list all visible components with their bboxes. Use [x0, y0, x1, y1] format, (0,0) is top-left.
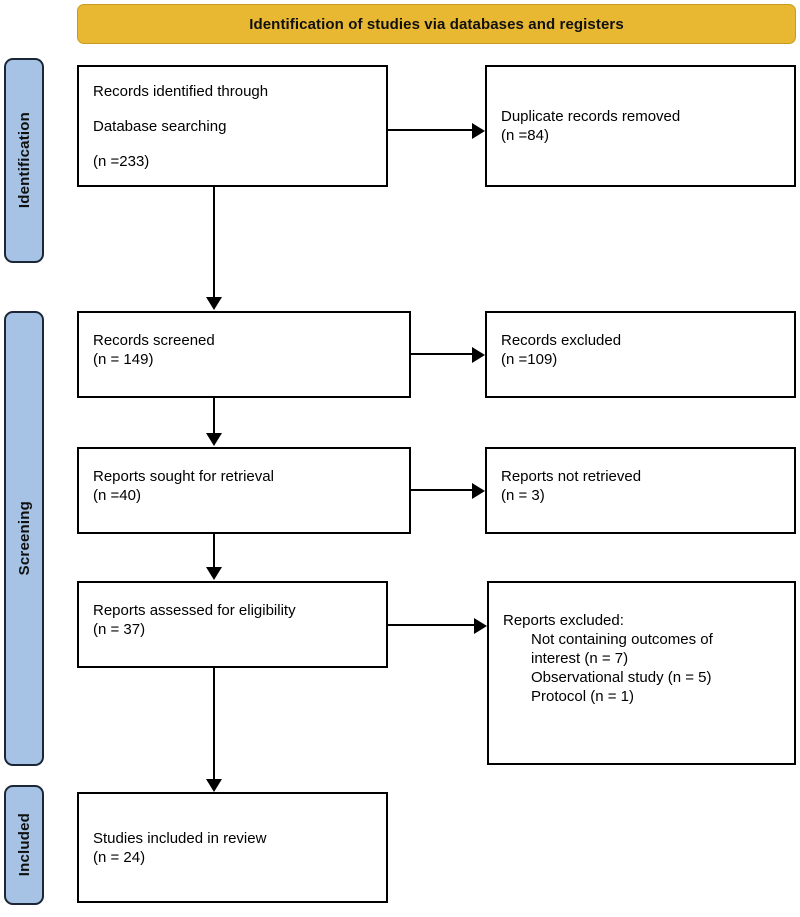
connector-screened-to-excluded-line	[411, 353, 473, 355]
box-records-screened: Records screened (n = 149)	[77, 311, 411, 398]
box-studies-included-in-review: Studies included in review (n = 24)	[77, 792, 388, 903]
box-reports-assessed-line1: Reports assessed for eligibility	[93, 602, 296, 619]
box-reports-sought-count: (n =40)	[93, 487, 141, 504]
connector-assessed-to-included-line	[213, 668, 215, 780]
box-reports-sought-line1: Reports sought for retrieval	[93, 468, 274, 485]
box-duplicate-records-removed-line1: Duplicate records removed	[501, 108, 681, 125]
stage-label-screening-text: Screening	[15, 501, 33, 576]
stage-label-included: Included	[4, 785, 44, 905]
stage-label-screening: Screening	[4, 311, 44, 766]
box-reports-not-retrieved-line1: Reports not retrieved	[501, 468, 642, 485]
box-reports-excluded: Reports excluded: Not containing outcome…	[487, 581, 796, 765]
box-reports-assessed-for-eligibility: Reports assessed for eligibility (n = 37…	[77, 581, 388, 668]
box-reports-excluded-reason1-a: Not containing outcomes of	[531, 631, 713, 648]
box-records-identified-line2: Database searching	[93, 117, 227, 135]
connector-sought-to-assessed-arrow-icon	[206, 567, 222, 580]
box-records-screened-line1: Records screened	[93, 332, 215, 349]
stage-label-identification: Identification	[4, 58, 44, 263]
box-records-identified-line1: Records identified through	[93, 82, 269, 100]
box-records-screened-count: (n = 149)	[93, 351, 154, 368]
connector-assessed-to-reportsexcluded-arrow-icon	[474, 618, 487, 634]
box-reports-assessed-count: (n = 37)	[93, 621, 146, 638]
box-reports-excluded-reason3: Protocol (n = 1)	[531, 688, 634, 705]
connector-assessed-to-reportsexcluded-line	[388, 624, 475, 626]
box-records-excluded: Records excluded (n =109)	[485, 311, 796, 398]
connector-identified-to-screened-line	[213, 187, 215, 298]
diagram-header-title: Identification of studies via databases …	[249, 15, 624, 33]
box-records-excluded-line1: Records excluded	[501, 332, 622, 349]
connector-identified-to-duplicates-line	[388, 129, 473, 131]
connector-sought-to-assessed-line	[213, 534, 215, 568]
stage-label-included-text: Included	[15, 813, 33, 877]
connector-sought-to-notretrieved-line	[411, 489, 473, 491]
diagram-header-banner: Identification of studies via databases …	[77, 4, 796, 44]
box-reports-excluded-reason2: Observational study (n = 5)	[531, 669, 712, 686]
box-reports-not-retrieved: Reports not retrieved (n = 3)	[485, 447, 796, 534]
box-studies-included-line1: Studies included in review	[93, 829, 267, 847]
connector-identified-to-duplicates-arrow-icon	[472, 123, 485, 139]
box-duplicate-records-removed-count: (n =84)	[501, 127, 549, 144]
box-reports-sought-for-retrieval: Reports sought for retrieval (n =40)	[77, 447, 411, 534]
box-studies-included-count: (n = 24)	[93, 848, 146, 866]
box-reports-not-retrieved-count: (n = 3)	[501, 487, 545, 504]
box-records-excluded-count: (n =109)	[501, 351, 558, 368]
connector-identified-to-screened-arrow-icon	[206, 297, 222, 310]
connector-screened-to-excluded-arrow-icon	[472, 347, 485, 363]
connector-screened-to-sought-arrow-icon	[206, 433, 222, 446]
box-records-identified-count: (n =233)	[93, 152, 150, 170]
box-records-identified: Records identified through Database sear…	[77, 65, 388, 187]
stage-label-identification-text: Identification	[15, 112, 33, 209]
connector-assessed-to-included-arrow-icon	[206, 779, 222, 792]
box-reports-excluded-heading: Reports excluded:	[503, 612, 624, 629]
connector-sought-to-notretrieved-arrow-icon	[472, 483, 485, 499]
connector-screened-to-sought-line	[213, 398, 215, 434]
box-duplicate-records-removed: Duplicate records removed (n =84)	[485, 65, 796, 187]
box-reports-excluded-reason1-b: interest (n = 7)	[531, 650, 629, 667]
